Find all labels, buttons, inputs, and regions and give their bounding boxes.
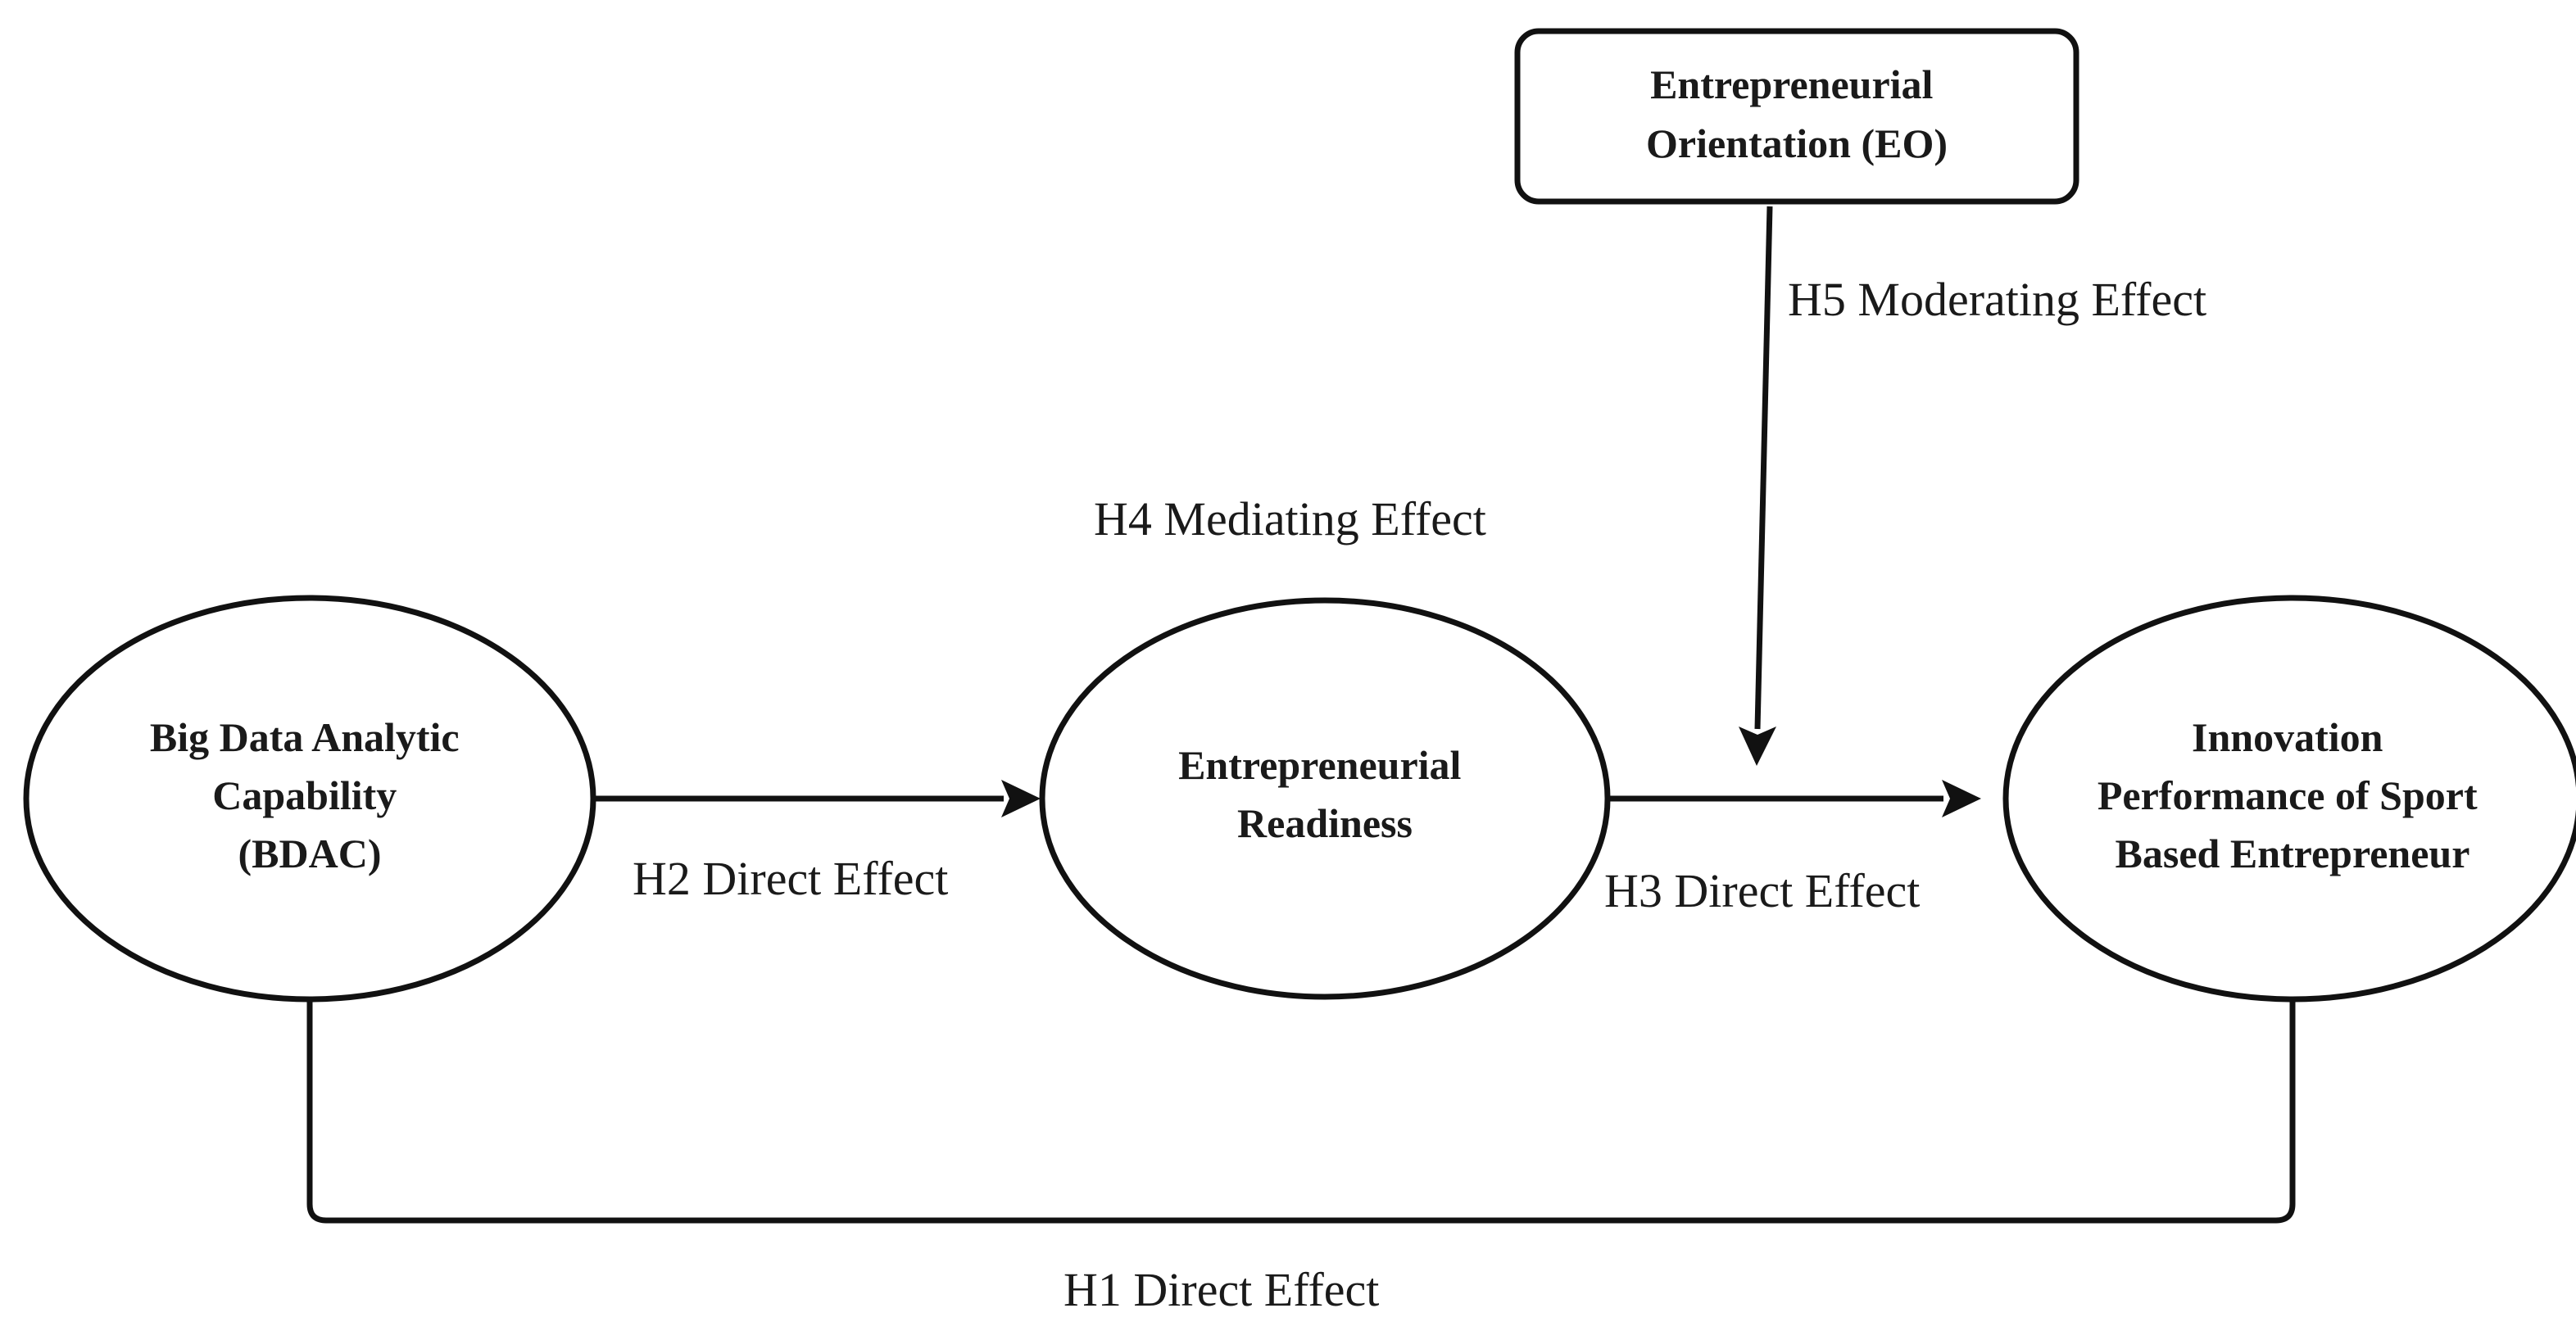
h1-connector	[306, 999, 2296, 1224]
innovation-label-line-2: Performance of Sport	[2098, 772, 2478, 818]
innovation-label-line-1: Innovation	[2192, 714, 2383, 760]
bdac-label-line-3: (BDAC)	[238, 831, 382, 876]
h5-arrow	[1754, 206, 1773, 730]
readiness-label: Entrepreneurial Readiness	[1178, 742, 1472, 846]
bdac-label: Big Data Analytic Capability (BDAC)	[150, 714, 469, 876]
readiness-node	[1039, 597, 1611, 1000]
h2-arrowhead	[1001, 780, 1041, 817]
orientation-label-line-1: Entrepreneurial	[1650, 61, 1933, 107]
bdac-label-line-2: Capability	[212, 772, 397, 818]
orientation-label: Entrepreneurial Orientation (EO)	[1646, 61, 1948, 166]
h3-arrowhead	[1942, 780, 1981, 817]
orientation-label-line-2: Orientation (EO)	[1646, 120, 1948, 166]
bdac-node	[23, 595, 596, 1003]
innovation-node	[2002, 595, 2576, 1003]
readiness-label-line-2: Readiness	[1237, 800, 1413, 846]
h4-label: H4 Mediating Effect	[1094, 492, 1486, 546]
h1-label: H1 Direct Effect	[1064, 1263, 1379, 1316]
h5-arrowhead	[1739, 727, 1776, 766]
bdac-label-line-1: Big Data Analytic	[150, 714, 460, 760]
h5-label: H5 Moderating Effect	[1788, 273, 2206, 326]
orientation-node	[1514, 28, 2079, 205]
innovation-label: Innovation Performance of Sport Based En…	[2098, 714, 2488, 876]
readiness-label-line-1: Entrepreneurial	[1178, 742, 1461, 788]
h3-label: H3 Direct Effect	[1604, 864, 1920, 917]
innovation-label-line-3: Based Entrepreneur	[2116, 831, 2470, 876]
h2-label: H2 Direct Effect	[633, 852, 948, 905]
